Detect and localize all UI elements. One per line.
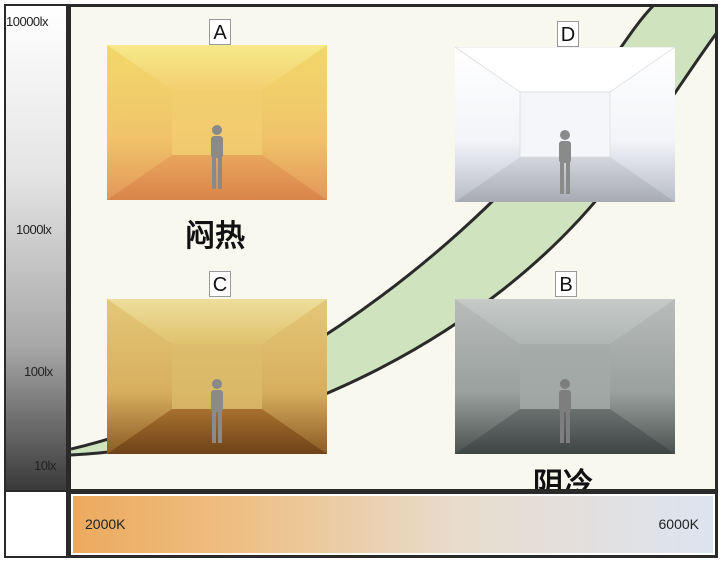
lux-tick-1000: 1000lx bbox=[16, 222, 52, 237]
temp-label-max: 6000K bbox=[658, 516, 699, 532]
room-c-warm-dim bbox=[107, 299, 327, 454]
temp-label-min: 2000K bbox=[85, 516, 126, 532]
lux-tick-10000: 10000lx bbox=[6, 14, 49, 29]
room-d-letter: D bbox=[557, 21, 579, 47]
room-b-cool-dim bbox=[455, 299, 675, 454]
color-temperature-gradient bbox=[73, 496, 713, 553]
lux-tick-10: 10lx bbox=[34, 458, 56, 473]
lux-tick-100: 100lx bbox=[24, 364, 53, 379]
room-a-caption: 闷热 bbox=[185, 219, 245, 254]
room-b-letter: B bbox=[555, 271, 577, 297]
room-a-letter: A bbox=[209, 19, 231, 45]
room-c-letter: C bbox=[209, 271, 231, 297]
axis-corner bbox=[4, 492, 68, 558]
room-a-warm-bright bbox=[107, 45, 327, 200]
color-temperature-scale-bar: 2000K 6000K bbox=[68, 492, 718, 558]
room-d-cool-bright bbox=[455, 47, 675, 202]
kruithof-comfort-diagram: A 闷热 bbox=[68, 4, 718, 492]
room-b-caption: 阴冷 bbox=[533, 467, 593, 492]
illuminance-scale-bar bbox=[4, 4, 68, 492]
